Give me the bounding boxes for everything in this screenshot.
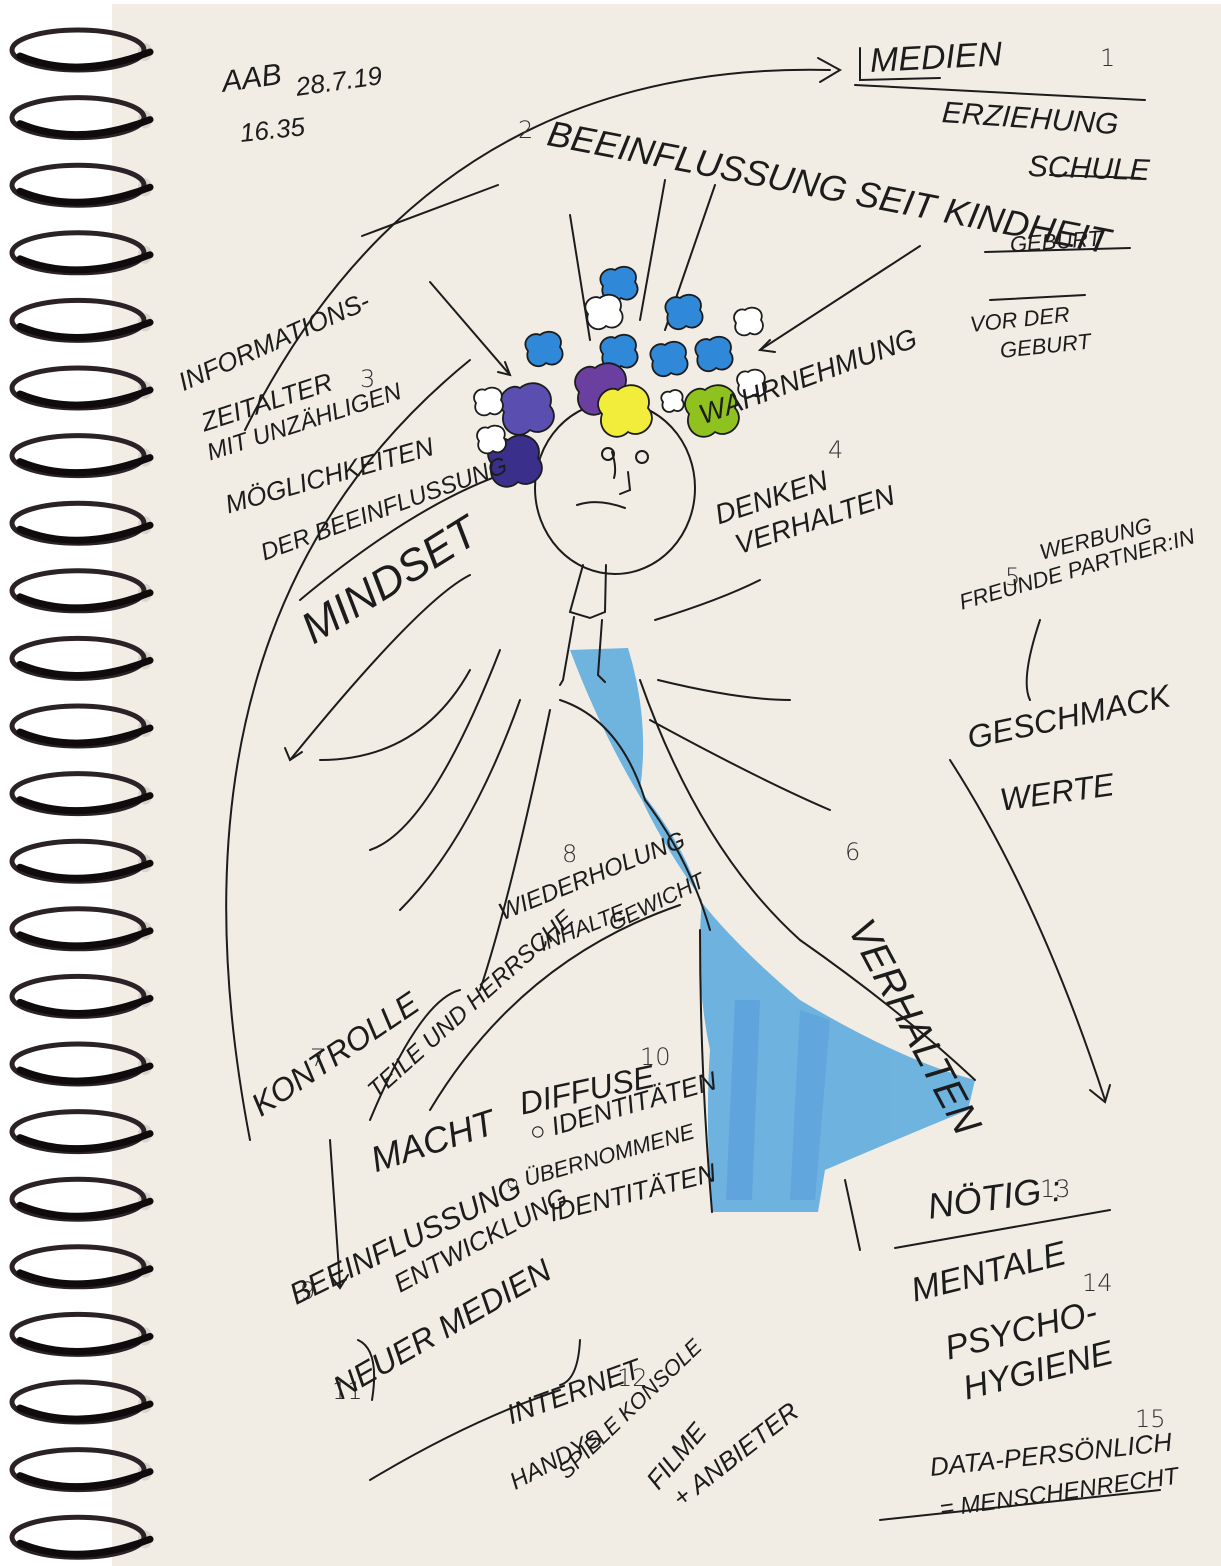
number-8: 8	[562, 840, 577, 868]
number-6: 6	[845, 838, 860, 866]
number-4: 4	[828, 436, 843, 464]
flower-crown-icon	[474, 267, 766, 487]
blue-crayon-dress-icon	[570, 648, 975, 1212]
note-1-medien: MEDIEN	[869, 35, 1003, 81]
note-1-schule: SCHULE	[1027, 150, 1150, 188]
number-2: 2	[518, 116, 533, 144]
number-1: 1	[1100, 44, 1115, 72]
number-14: 14	[1082, 1269, 1113, 1297]
